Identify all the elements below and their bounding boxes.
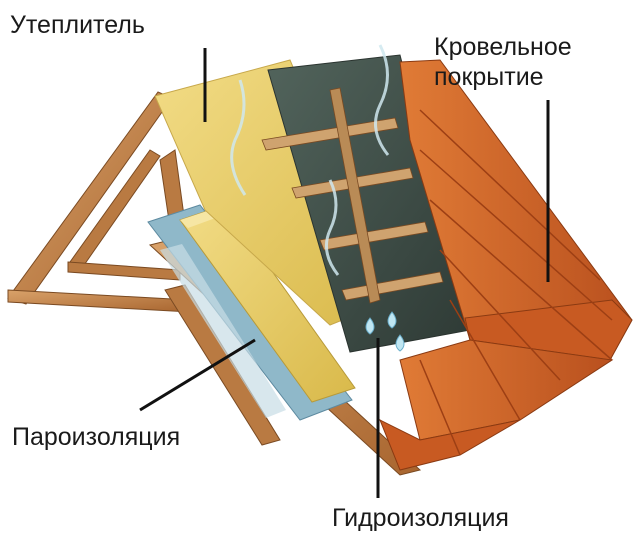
gable-truss xyxy=(7,91,191,313)
airflow-indicator xyxy=(230,44,390,276)
label-roofing-line2: покрытие xyxy=(434,63,544,91)
water-drop-icon xyxy=(365,311,405,352)
label-insulation: Утеплитель xyxy=(10,11,145,39)
leader-lines xyxy=(139,48,550,498)
label-vapor-barrier: Пароизоляция xyxy=(12,423,181,451)
label-roofing: Кровельное покрытие xyxy=(434,32,572,92)
label-roofing-line1: Кровельное xyxy=(434,33,572,61)
waterproofing-layer xyxy=(261,54,471,353)
label-waterproofing: Гидроизоляция xyxy=(332,504,509,532)
roof-tiles xyxy=(379,59,633,471)
